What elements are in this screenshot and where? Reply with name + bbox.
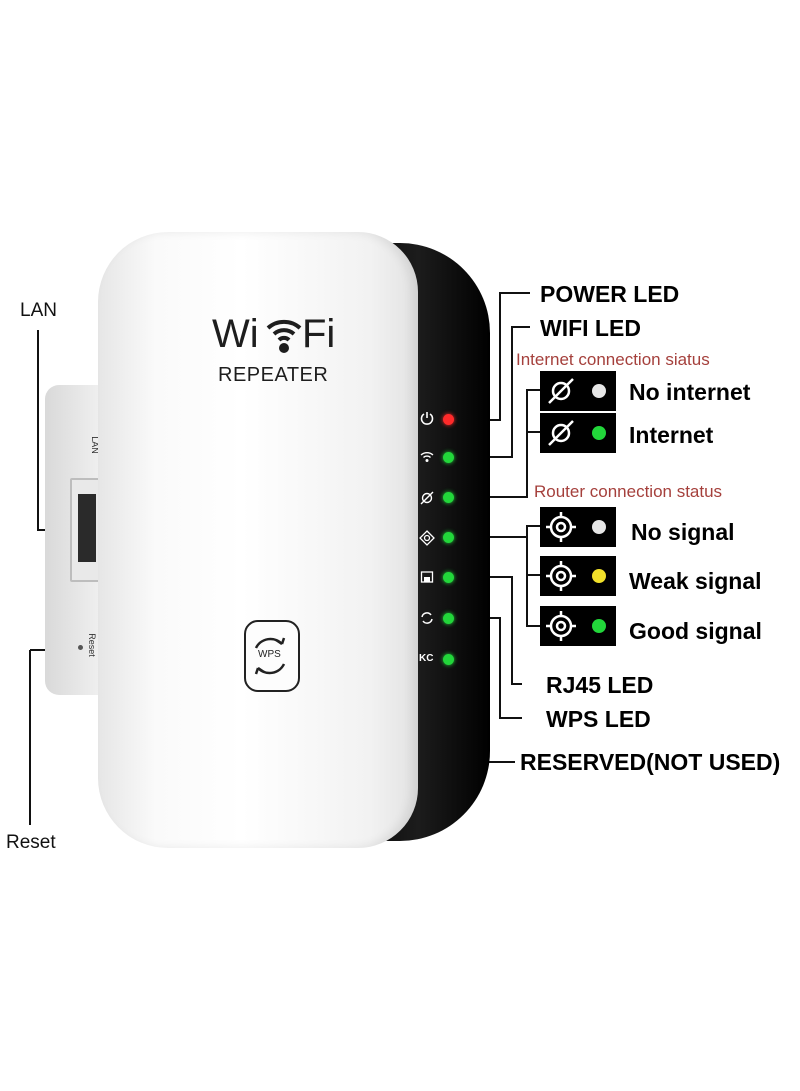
reset-hole-label: Reset xyxy=(86,633,97,657)
no-signal-led xyxy=(592,520,606,534)
wps-led-icon xyxy=(421,612,433,624)
logo-wi: Wi xyxy=(212,312,259,356)
power-icon xyxy=(420,412,434,425)
legend-good-signal xyxy=(540,606,616,646)
internet-on-led xyxy=(592,426,606,440)
signal-target-icon xyxy=(546,512,576,542)
weak-signal-led xyxy=(592,569,606,583)
signal-target-icon xyxy=(419,530,435,546)
internet-led xyxy=(443,492,454,503)
wps-button-label: WPS xyxy=(258,649,281,660)
rj45-led xyxy=(443,572,454,583)
legend-weak-signal xyxy=(540,556,616,596)
planet-icon xyxy=(548,420,574,446)
good-signal-led xyxy=(592,619,606,633)
legend-internet-label: Internet xyxy=(629,422,714,448)
legend-good-signal-label: Good signal xyxy=(629,618,762,644)
wifi-logo: Wi Fi xyxy=(212,310,342,360)
legend-internet xyxy=(540,413,616,453)
reset-label: Reset xyxy=(6,832,56,853)
ethernet-port-icon xyxy=(420,571,434,583)
power-led-callout: POWER LED xyxy=(540,281,680,307)
device-front xyxy=(98,232,418,848)
rj45-led-callout: RJ45 LED xyxy=(546,672,654,698)
internet-section-title: Internet connection siatus xyxy=(516,350,710,369)
wps-button[interactable]: WPS xyxy=(244,620,300,692)
wps-led xyxy=(443,613,454,624)
wifi-led xyxy=(443,452,454,463)
legend-no-signal-label: No signal xyxy=(631,519,735,545)
legend-no-internet xyxy=(540,371,616,411)
no-internet-led xyxy=(592,384,606,398)
wifi-icon xyxy=(420,452,434,462)
wifi-led-callout: WIFI LED xyxy=(540,315,641,341)
logo-subtitle: REPEATER xyxy=(218,364,329,386)
router-section-title: Router connection status xyxy=(534,482,723,501)
reserved-led-callout: RESERVED(NOT USED) xyxy=(520,749,781,775)
logo-fi: Fi xyxy=(302,312,336,356)
router-led xyxy=(443,532,454,543)
legend-no-signal xyxy=(540,507,616,547)
kc-mark: KC xyxy=(419,653,434,664)
wps-led-callout: WPS LED xyxy=(546,706,651,732)
signal-target-icon xyxy=(546,611,576,641)
reserved-led xyxy=(443,654,454,665)
wifi-logo-icon xyxy=(266,319,302,353)
wps-arrows-icon xyxy=(254,637,286,675)
planet-icon xyxy=(548,378,574,404)
planet-icon xyxy=(420,491,434,505)
lan-label: LAN xyxy=(20,300,57,321)
legend-no-internet-label: No internet xyxy=(629,379,751,405)
signal-target-icon xyxy=(546,561,576,591)
power-led xyxy=(443,414,454,425)
legend-weak-signal-label: Weak signal xyxy=(629,568,762,594)
reset-hole[interactable] xyxy=(78,645,83,650)
